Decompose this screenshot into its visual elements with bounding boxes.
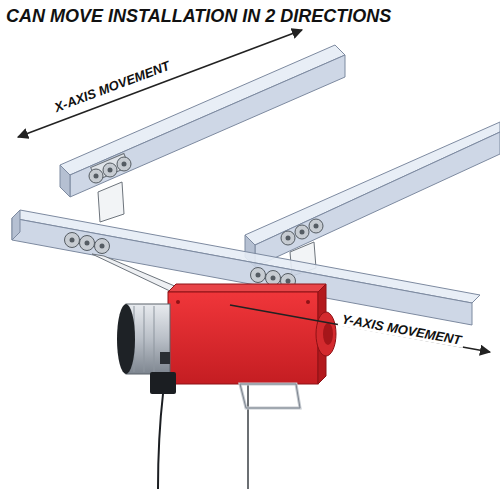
hanger-left (92, 254, 184, 292)
axis-label: X-AXIS MOVEMENT (49, 56, 174, 115)
upper-trolley-a (89, 154, 131, 222)
wire-rope-handle (240, 384, 300, 489)
upper-rail-b (245, 122, 500, 267)
y-axis-arrow (230, 305, 490, 352)
electric-hoist (168, 284, 336, 384)
upper-rail-a (60, 45, 345, 197)
pendant-switch (150, 372, 176, 489)
page-title: CAN MOVE INSTALLATION IN 2 DIRECTIONS (6, 6, 391, 27)
lower-trolley-left (65, 233, 110, 254)
hoist-motor (117, 304, 170, 374)
